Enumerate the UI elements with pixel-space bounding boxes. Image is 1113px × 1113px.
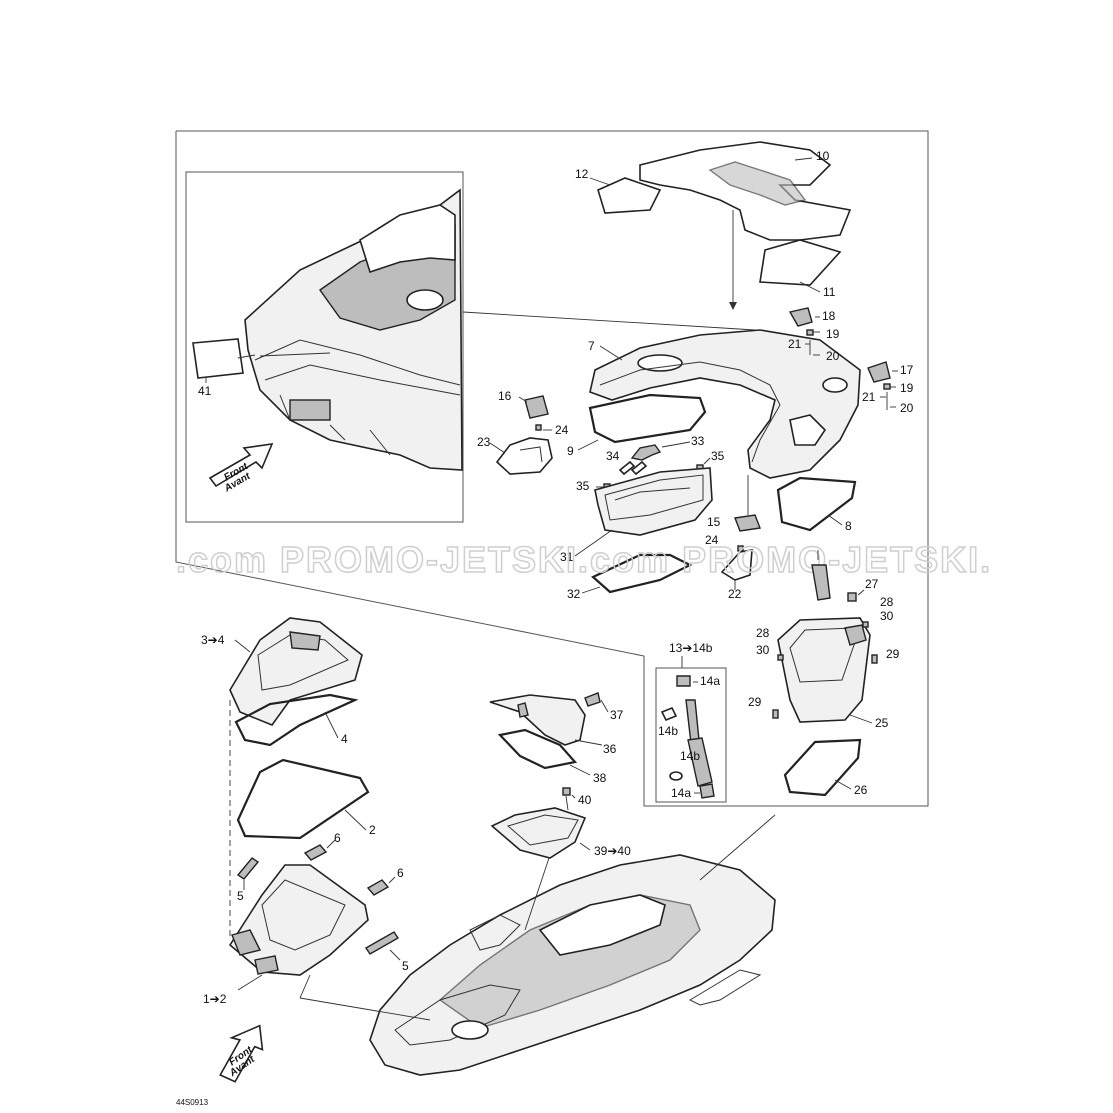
callout-10: 10 [816, 149, 830, 163]
callout-29b: 29 [748, 695, 762, 709]
callout-40: 40 [578, 793, 592, 807]
callout-36: 36 [603, 742, 617, 756]
callout-37: 37 [610, 708, 624, 722]
upper-frame [175, 130, 929, 807]
gas-spring-14 [660, 675, 715, 799]
callout-14b-top: 14b [658, 724, 678, 738]
decal-group [597, 141, 852, 310]
callout-13: 13➔14b [669, 641, 713, 655]
callout-22: 22 [728, 587, 742, 601]
callout-21a: 21 [788, 337, 802, 351]
gas-spring-connection [681, 550, 831, 668]
callout-31: 31 [560, 550, 574, 564]
watercraft [369, 854, 776, 1076]
callout-12: 12 [575, 167, 589, 181]
callout-38: 38 [593, 771, 607, 785]
callout-23: 23 [477, 435, 491, 449]
front-bin [228, 864, 369, 991]
hinge-upper [788, 307, 820, 356]
seal-4 [234, 693, 359, 747]
seal-8 [776, 476, 857, 532]
callout-28a: 28 [880, 595, 894, 609]
callout-35b: 35 [576, 479, 590, 493]
callout-30a: 30 [880, 609, 894, 623]
front-arrow-inset: Front Avant [208, 443, 274, 495]
callout-25: 25 [875, 716, 889, 730]
hinge-lower [867, 361, 898, 410]
seal-2 [236, 758, 370, 840]
callout-11: 11 [823, 285, 836, 299]
callout-6b: 6 [397, 866, 404, 880]
callout-7: 7 [588, 339, 595, 353]
callout-18: 18 [822, 309, 836, 323]
callout-35a: 35 [711, 449, 725, 463]
callout-8: 8 [845, 519, 852, 533]
front-arrow-bottom: Front Avant [219, 1024, 264, 1083]
glovebox-group [489, 692, 609, 859]
callout-20a: 20 [826, 349, 840, 363]
callout-28b: 28 [756, 626, 770, 640]
callout-2: 2 [369, 823, 376, 837]
callout-19b: 19 [900, 381, 914, 395]
inset-box [185, 171, 464, 523]
callout-6a: 6 [334, 831, 341, 845]
callout-39: 39➔40 [594, 844, 631, 858]
callout-32: 32 [567, 587, 581, 601]
callout-41: 41 [198, 384, 212, 398]
diagram-code: 44S0913 [176, 1098, 209, 1107]
callout-5a: 5 [237, 889, 244, 903]
callout-14b-bottom: 14b [680, 749, 700, 763]
rear-bin [772, 589, 878, 723]
callout-27: 27 [865, 577, 879, 591]
callout-24a: 24 [555, 423, 569, 437]
callout-30b: 30 [756, 643, 770, 657]
pins-and-strips [236, 839, 401, 961]
front-storage-lid [229, 617, 363, 726]
callout-17: 17 [900, 363, 914, 377]
callout-16: 16 [498, 389, 512, 403]
latch-group [489, 395, 553, 475]
callout-14a-bottom: 14a [671, 786, 691, 800]
spring-box [655, 667, 727, 803]
callout-33: 33 [691, 434, 705, 448]
callout-26: 26 [854, 783, 868, 797]
callout-19a: 19 [826, 327, 840, 341]
callout-21b: 21 [862, 390, 876, 404]
handle-group [596, 441, 711, 490]
callout-29a: 29 [886, 647, 900, 661]
callout-4: 4 [341, 732, 348, 746]
seal-26 [783, 738, 862, 797]
seal-32 [591, 553, 693, 594]
inset-front-deck [192, 188, 463, 471]
watermark: .com PROMO-JETSKI.com PROMO-JETSKI. [176, 539, 992, 580]
storage-lid [589, 329, 861, 479]
callout-5b: 5 [402, 959, 409, 973]
callout-20b: 20 [900, 401, 914, 415]
tray-31 [594, 467, 713, 536]
callout-15: 15 [707, 515, 721, 529]
callout-3: 3➔4 [201, 633, 225, 647]
lock-group [720, 475, 761, 590]
callout-14a-top: 14a [700, 674, 720, 688]
callout-1: 1➔2 [203, 992, 227, 1006]
callout-24b: 24 [705, 533, 719, 547]
callout-34: 34 [606, 449, 620, 463]
callout-9: 9 [567, 444, 574, 458]
seal-9 [588, 393, 707, 444]
